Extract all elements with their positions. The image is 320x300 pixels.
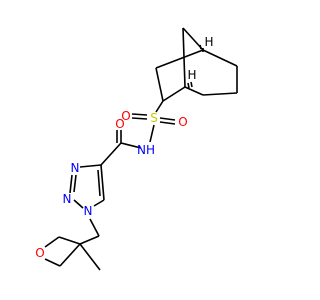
bond-c4-n3 bbox=[79, 164, 102, 168]
bond-n3-n2 bbox=[69, 174, 73, 194]
carbonyl-oxygen: O bbox=[115, 117, 124, 131]
bond-bottom-bridgehead bbox=[184, 86, 204, 96]
sulfonyl-oxygen-left: O bbox=[121, 109, 130, 123]
bond-s-n bbox=[149, 124, 155, 143]
amide-group: O NH bbox=[100, 117, 155, 166]
triazole-ring: N N N bbox=[63, 161, 105, 218]
bond-n2-n1 bbox=[73, 199, 84, 209]
sulfonyl-oxygen-right: O bbox=[178, 115, 187, 129]
bond-lower-right bbox=[202, 92, 238, 96]
stereo-h-top: H bbox=[204, 35, 213, 49]
bond-bridgehead-right bbox=[202, 49, 238, 67]
methyloxetane-group: O bbox=[35, 218, 101, 271]
sulfonyl-group: S O O bbox=[121, 100, 188, 143]
bond-oxetane-c-o-upper bbox=[44, 236, 60, 248]
triazole-n1: N bbox=[84, 204, 93, 218]
molecule-diagram: H H S O O O NH N N N bbox=[35, 27, 238, 271]
amide-nh: NH bbox=[137, 143, 155, 157]
bond-ch2-quaternary-c bbox=[79, 235, 100, 245]
triazole-n2: N bbox=[63, 192, 72, 206]
bond-left-vertical bbox=[155, 67, 164, 102]
stereo-h-bottom: H bbox=[187, 68, 196, 82]
bond-s-o-left bbox=[131, 113, 148, 116]
bond-n3-n2-double bbox=[73, 174, 77, 193]
bond-n1-ch2 bbox=[89, 218, 100, 237]
stereo-hash-top bbox=[199, 44, 204, 52]
bond-oxetane-c-upper bbox=[58, 236, 81, 245]
bond-methyl bbox=[79, 243, 101, 271]
bond-s-o-right-double bbox=[159, 121, 176, 125]
bond-s-o-right bbox=[159, 117, 176, 121]
bond-n-carbonyl-c bbox=[120, 142, 142, 149]
bond-oxetane-o-c-lower bbox=[44, 258, 61, 267]
bond-c4-c5 bbox=[100, 164, 105, 201]
oxetane-oxygen: O bbox=[35, 246, 44, 260]
triazole-n3: N bbox=[71, 161, 80, 175]
bond-c2-s bbox=[155, 100, 164, 113]
bond-carbonyl-c-triazole bbox=[100, 142, 122, 166]
bond-oxetane-c-lower bbox=[59, 243, 81, 267]
bond-c4-c5-inner bbox=[97, 169, 101, 197]
stereo-hash-bottom bbox=[187, 81, 193, 89]
bond-s-o-left-double bbox=[131, 117, 148, 120]
bond-c5-n1 bbox=[93, 199, 105, 207]
structure-svg: H H S O O O NH N N N bbox=[35, 27, 238, 271]
bond-c2-to-bridgehead bbox=[162, 86, 186, 102]
norbornane-ring: H H bbox=[155, 27, 238, 102]
bond-upper-left bbox=[155, 49, 204, 69]
sulfur-atom: S bbox=[150, 111, 158, 125]
